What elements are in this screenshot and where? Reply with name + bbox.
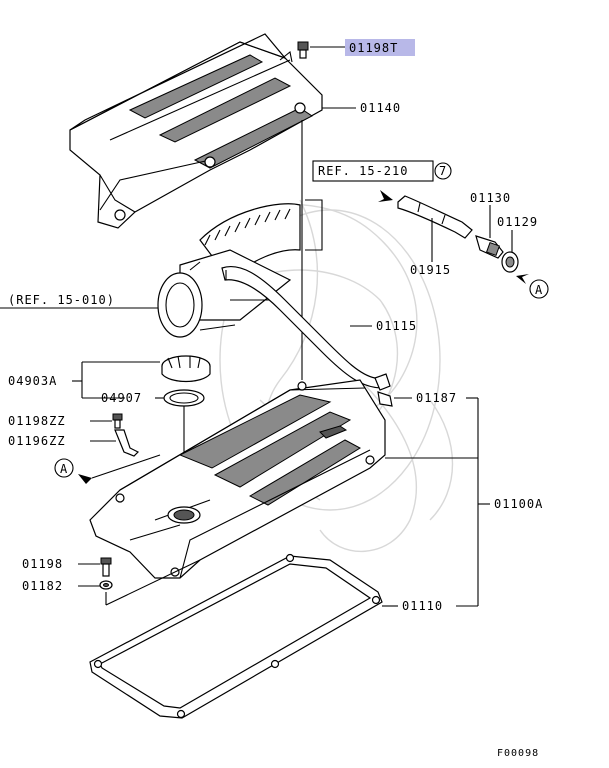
air-intake-duct	[157, 203, 301, 338]
callout-01182: 01182	[22, 579, 63, 593]
bolt-01198ZZ-icon	[112, 413, 123, 429]
bolt-01198-icon	[100, 557, 112, 577]
figure-code: F00098	[497, 748, 539, 759]
marker-a-right-label: A	[535, 283, 543, 297]
callout-01129: 01129	[497, 215, 538, 229]
callout-ref-15-210-num: 7	[439, 164, 447, 178]
alignment-line-bolt-2	[105, 559, 201, 606]
callout-01196ZZ: 01196ZZ	[8, 434, 66, 448]
callout-ref-15-010: (REF. 15-010)	[8, 293, 115, 307]
leader-marker-a-left	[91, 454, 161, 479]
marker-a-left	[54, 458, 74, 478]
filler-gasket-04907	[163, 389, 205, 407]
ref-15-210-box	[312, 160, 434, 182]
callout-01915: 01915	[410, 263, 451, 277]
ref-15-210-circle	[434, 162, 452, 180]
breather-hose-01115	[221, 266, 391, 391]
callout-01130: 01130	[470, 191, 511, 205]
oil-filler-cap	[161, 355, 211, 383]
washer-01182-icon	[99, 580, 113, 590]
cover-gasket-01110	[89, 553, 383, 719]
engine-cover-01140	[69, 33, 323, 229]
callout-01110: 01110	[402, 599, 443, 613]
callout-01115: 01115	[376, 319, 417, 333]
arrow-left-icon	[78, 474, 92, 484]
grommet-01129	[501, 251, 519, 273]
arrow-down-right-icon	[516, 274, 529, 284]
callout-ref-15-210: REF. 15-210	[318, 164, 408, 178]
marker-a-left-label: A	[60, 462, 68, 476]
marker-a-right	[529, 279, 549, 299]
callout-01140: 01140	[360, 101, 401, 115]
rocker-cover-01100A	[89, 379, 386, 579]
bolt-01198T-icon	[297, 41, 309, 59]
pcv-valve-01130	[475, 235, 504, 259]
duct-bracket	[305, 199, 323, 251]
fitting-01187	[377, 391, 393, 407]
arrow-up-left-icon	[378, 190, 393, 202]
callout-04907: 04907	[101, 391, 142, 405]
callout-01198T: 01198T	[349, 41, 398, 55]
callout-01100A: 01100A	[494, 497, 543, 511]
callout-01198: 01198	[22, 557, 63, 571]
bracket-01196ZZ	[114, 429, 140, 457]
callout-01187: 01187	[416, 391, 457, 405]
highlight-box	[345, 39, 415, 56]
callout-01198ZZ: 01198ZZ	[8, 414, 66, 428]
callout-04903A: 04903A	[8, 374, 57, 388]
pcv-hose-01915	[397, 195, 473, 239]
